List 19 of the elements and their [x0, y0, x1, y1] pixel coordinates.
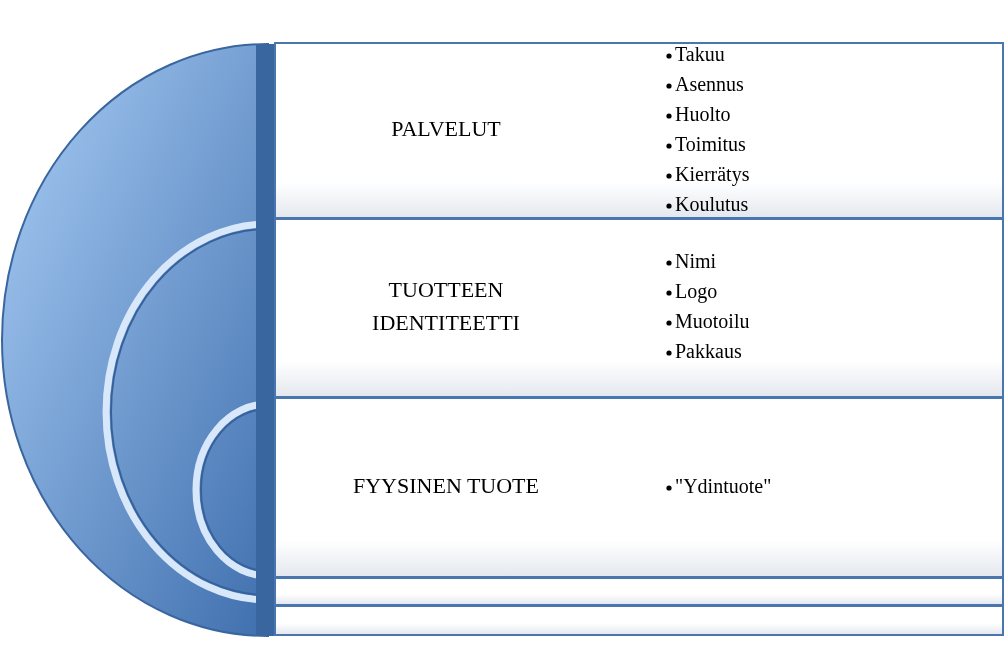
- empty-layer-bar: [274, 577, 1004, 606]
- bullet-item: Nimi: [675, 250, 717, 272]
- layer-panel: [274, 42, 1004, 219]
- bullet-item: Asennus: [675, 72, 744, 95]
- bullet-item: Koulutus: [675, 192, 749, 215]
- layer-title: TUOTTEEN IDENTITEETTI: [371, 276, 521, 337]
- bullet-item: "Ydintuote": [675, 474, 772, 497]
- bullet-item: Toimitus: [675, 132, 746, 155]
- bullet-item: Kierrätys: [675, 162, 750, 185]
- bullet-item: Pakkaus: [675, 340, 742, 362]
- bullet-item: Muotoilu: [675, 310, 750, 332]
- layer-title: PALVELUT: [390, 115, 502, 143]
- empty-layer-bar: [274, 605, 1004, 636]
- layer-panel: [274, 218, 1004, 398]
- bullet-item: Logo: [675, 280, 718, 302]
- layer-title: FYYSINEN TUOTE: [352, 472, 540, 500]
- bullet-item: Takuu: [675, 42, 725, 65]
- bullet-item: Huolto: [675, 102, 731, 125]
- layer-panel: [274, 397, 1004, 578]
